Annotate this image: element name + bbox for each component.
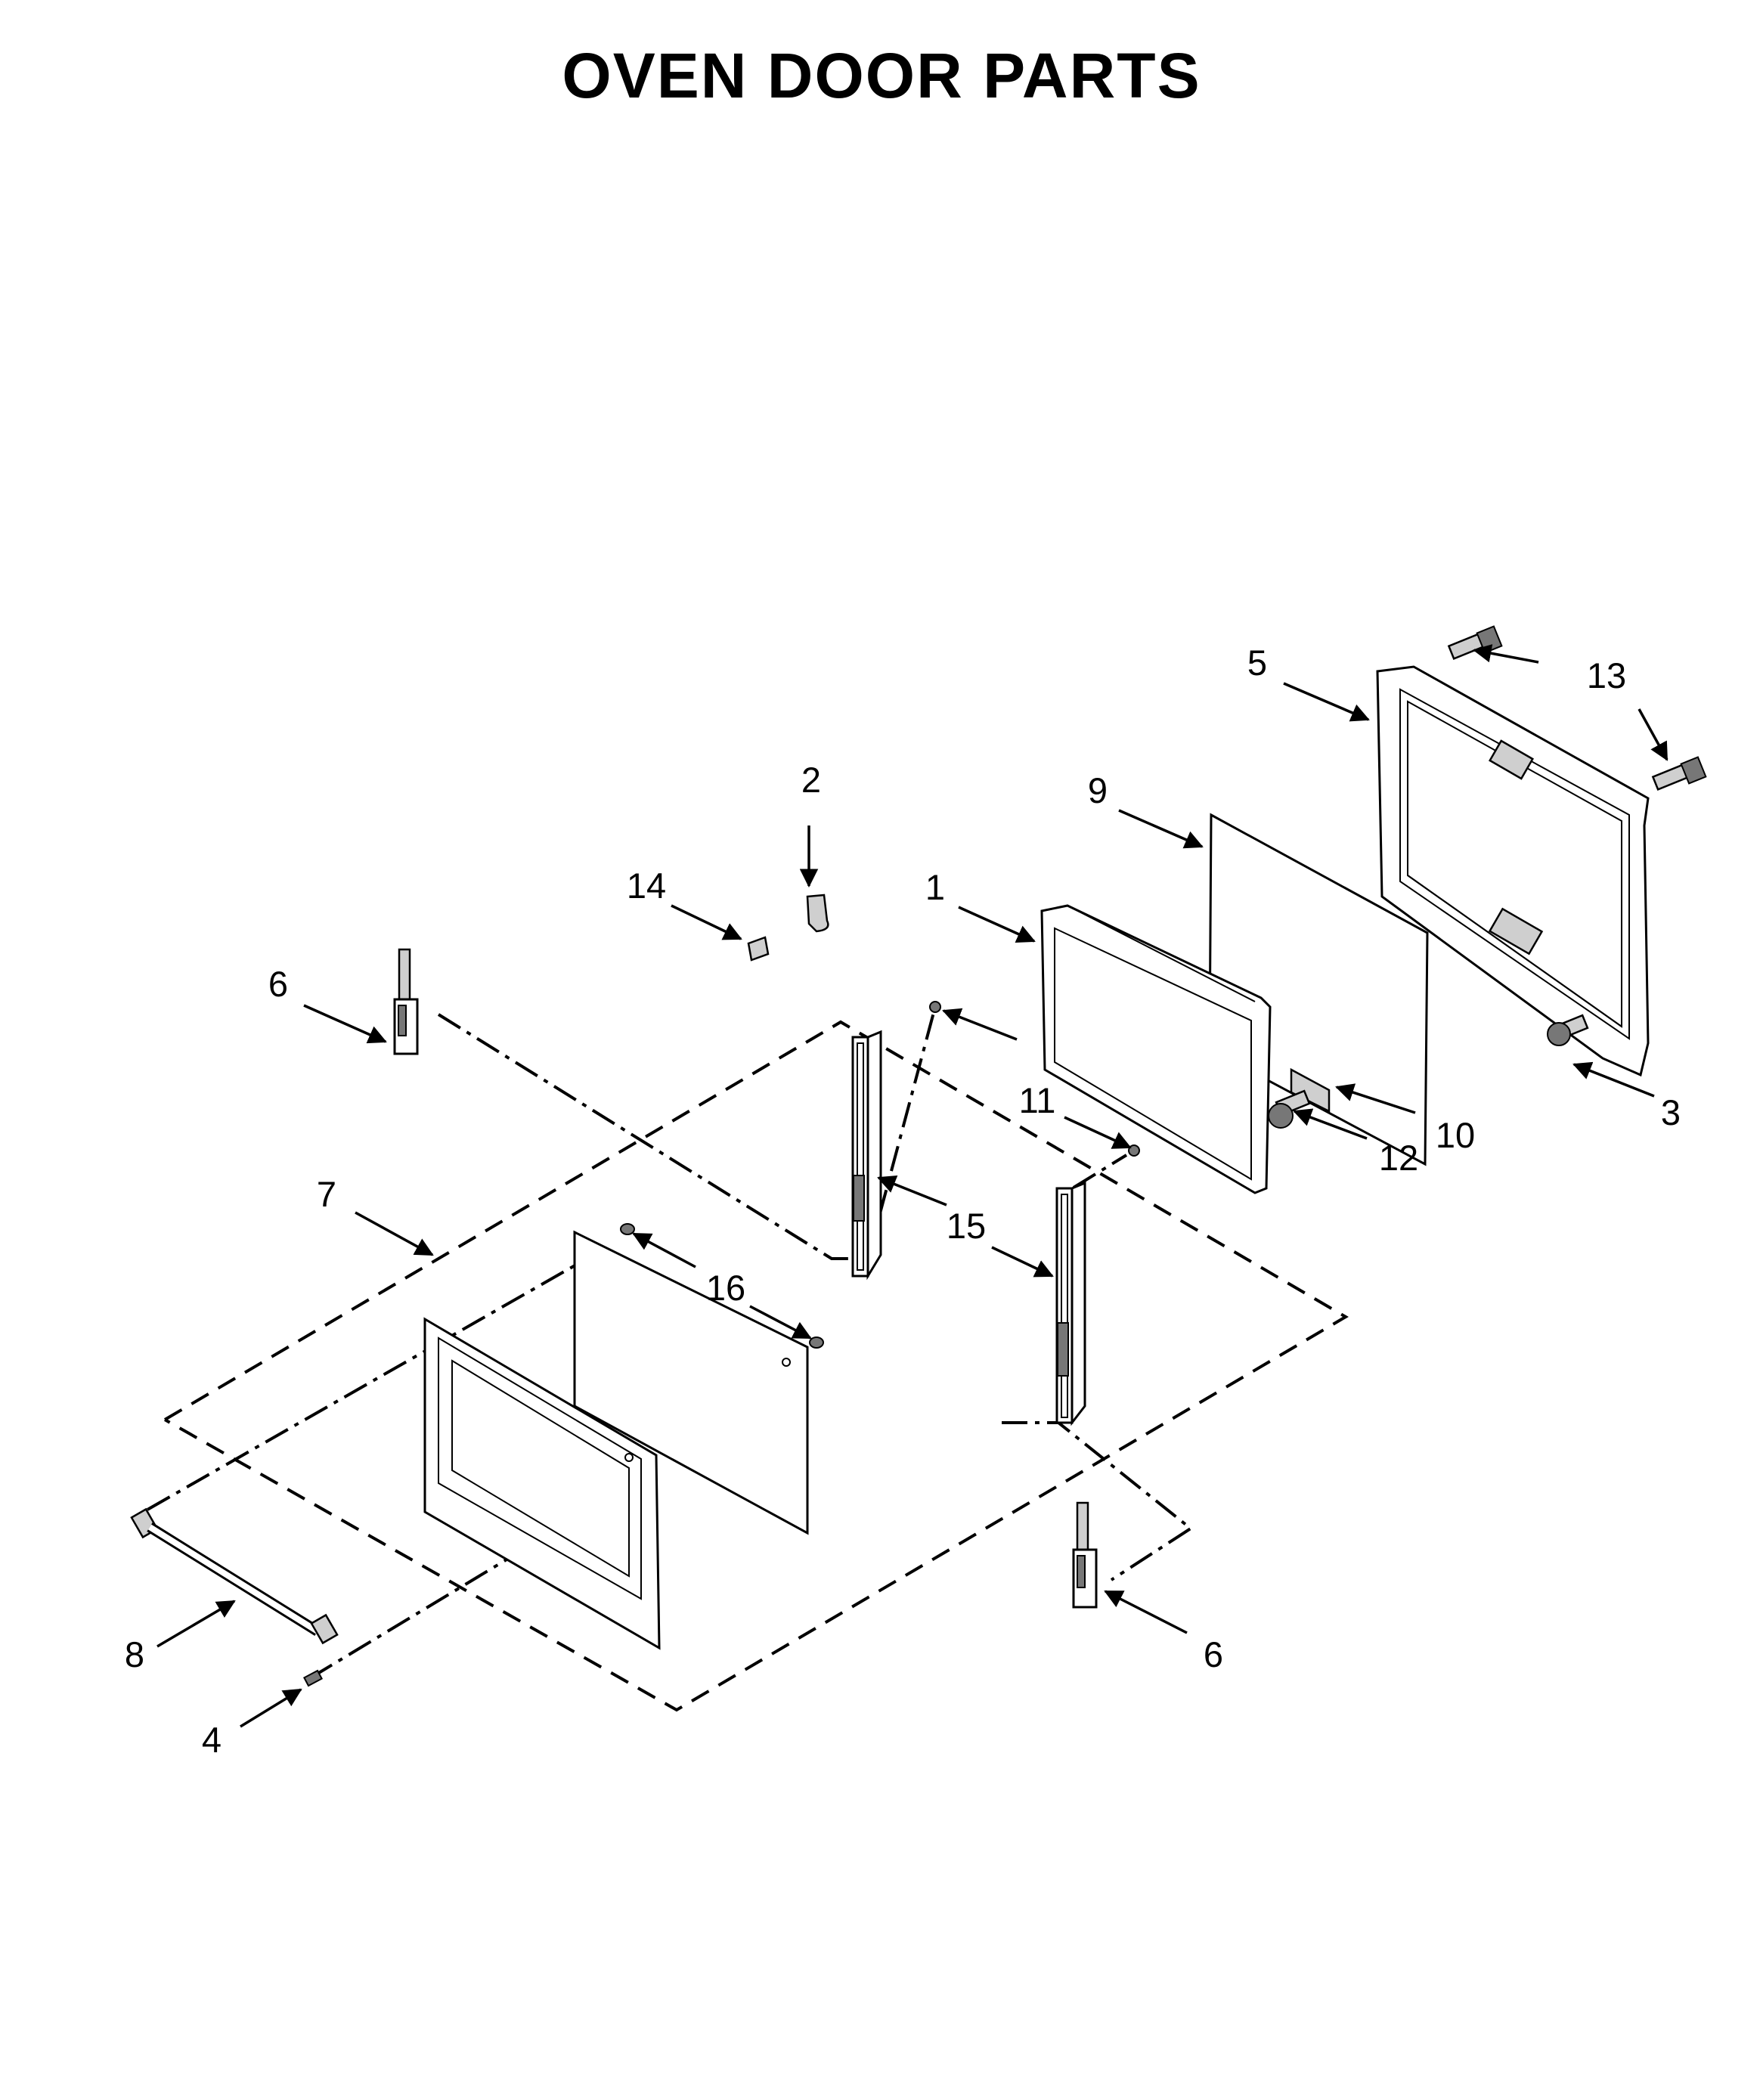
callout-12: 12 bbox=[1379, 1138, 1418, 1178]
callout-labels: 5 13 9 2 1 14 6 3 10 11 12 7 15 16 8 6 4 bbox=[125, 643, 1681, 1760]
callout-2: 2 bbox=[801, 760, 821, 800]
diagram-title: OVEN DOOR PARTS bbox=[562, 40, 1201, 111]
callout-11: 11 bbox=[1019, 1080, 1056, 1120]
callout-14: 14 bbox=[627, 866, 666, 906]
clip-part-2 bbox=[806, 894, 829, 933]
screw-part-3 bbox=[1547, 1014, 1589, 1046]
hinge-receiver-part-15-left bbox=[851, 1030, 882, 1281]
callout-4: 4 bbox=[202, 1720, 222, 1760]
callout-7: 7 bbox=[317, 1174, 336, 1214]
callout-1: 1 bbox=[925, 867, 945, 907]
block-part-14 bbox=[747, 936, 770, 962]
hinge-part-6-lower bbox=[1072, 1501, 1098, 1609]
callout-3: 3 bbox=[1661, 1092, 1681, 1132]
outer-glass bbox=[573, 1230, 809, 1535]
hinge-part-6-upper bbox=[393, 948, 419, 1055]
screw-part-11 bbox=[929, 1001, 1140, 1157]
callout-9: 9 bbox=[1088, 770, 1108, 810]
callout-13: 13 bbox=[1587, 655, 1626, 695]
screw-part-13 bbox=[1447, 625, 1707, 791]
callout-10: 10 bbox=[1436, 1115, 1475, 1155]
bracket-part-10 bbox=[1290, 1067, 1331, 1113]
handle-part-8 bbox=[130, 1507, 339, 1645]
screw-part-12 bbox=[1268, 1089, 1311, 1129]
bumper-part-16 bbox=[620, 1223, 824, 1349]
callout-5: 5 bbox=[1247, 643, 1267, 683]
callout-6-upper: 6 bbox=[268, 964, 288, 1004]
outer-door-panel-part-7 bbox=[423, 1317, 661, 1650]
callout-6-lower: 6 bbox=[1204, 1634, 1223, 1674]
leader-lines bbox=[156, 644, 1668, 1728]
inner-door-frame bbox=[1376, 665, 1650, 1077]
clip-part-4 bbox=[303, 1669, 323, 1687]
intermediate-frame-part-1 bbox=[1040, 904, 1272, 1194]
callout-8: 8 bbox=[125, 1634, 144, 1674]
callout-15: 15 bbox=[947, 1206, 986, 1246]
hinge-receiver-part-15-right bbox=[1055, 1181, 1086, 1426]
callout-16: 16 bbox=[706, 1268, 745, 1308]
